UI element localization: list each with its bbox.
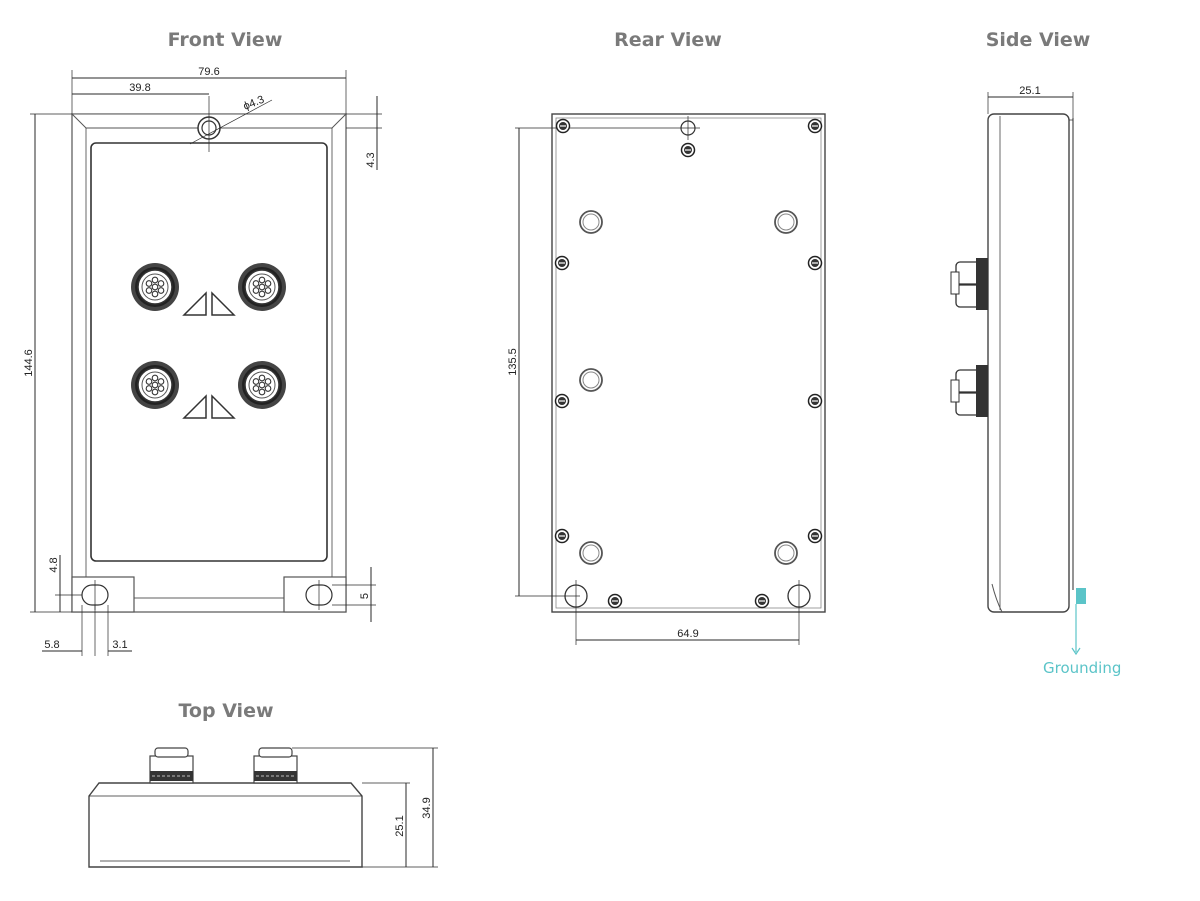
connector-icon <box>130 262 180 312</box>
connector-icon <box>130 360 180 410</box>
top-connector-left <box>149 747 194 784</box>
dim-height: 144.6 <box>23 349 35 377</box>
side-connector-upper <box>950 258 988 310</box>
boss-icon <box>774 541 798 565</box>
rear-body-outline <box>551 113 826 613</box>
dim-top-offset: 4.3 <box>365 152 377 167</box>
front-view-title: Front View <box>167 29 283 51</box>
dim-half-width: 39.8 <box>129 82 150 94</box>
dim-slot-width: 3.1 <box>112 639 127 651</box>
boss-icon <box>579 368 603 392</box>
dim-width: 79.6 <box>198 66 219 78</box>
screw-icon <box>807 528 823 544</box>
top-body-outline <box>88 782 363 868</box>
top-view: 25.1 34.9 <box>88 747 438 868</box>
direction-arrows-icon <box>182 291 236 419</box>
screw-icon <box>554 528 570 544</box>
screw-icon <box>807 255 823 271</box>
front-label-panel <box>90 142 328 562</box>
dim-hole-pitch-v: 135.5 <box>507 348 519 376</box>
screw-icon <box>554 255 570 271</box>
dim-foot-height: 4.8 <box>48 557 60 572</box>
rear-view-title: Rear View <box>614 29 722 51</box>
side-body-outline <box>987 113 1070 613</box>
screw-icon <box>754 593 770 609</box>
grounding-label: Grounding <box>1043 659 1121 677</box>
dim-slot-side: 5 <box>359 593 371 599</box>
grounding-terminal-icon <box>1076 588 1086 604</box>
screw-icon <box>807 393 823 409</box>
connector-icon <box>237 360 287 410</box>
screw-icon <box>680 142 696 158</box>
boss-icon <box>774 210 798 234</box>
dim-foot-offset: 5.8 <box>44 639 59 651</box>
dim-total-height: 34.9 <box>421 797 433 818</box>
side-connector-lower <box>950 365 988 417</box>
dim-depth: 25.1 <box>1019 85 1040 97</box>
screw-icon <box>554 393 570 409</box>
rear-view: 135.5 64.9 <box>507 113 826 645</box>
dim-body-height: 25.1 <box>394 815 406 836</box>
screw-icon <box>607 593 623 609</box>
boss-icon <box>579 210 603 234</box>
front-view: 79.6 39.8 ϕ4.3 4.3 144.6 4.8 5.8 3.1 5 <box>23 66 382 656</box>
side-view: 25.1 Grounding <box>950 85 1121 677</box>
screw-icon <box>807 118 823 134</box>
connector-icon <box>237 262 287 312</box>
top-connector-right <box>253 747 298 784</box>
screw-icon <box>555 118 571 134</box>
side-view-title: Side View <box>985 29 1091 51</box>
top-view-title: Top View <box>178 700 274 722</box>
dim-hole-pitch-h: 64.9 <box>677 628 698 640</box>
boss-icon <box>579 541 603 565</box>
